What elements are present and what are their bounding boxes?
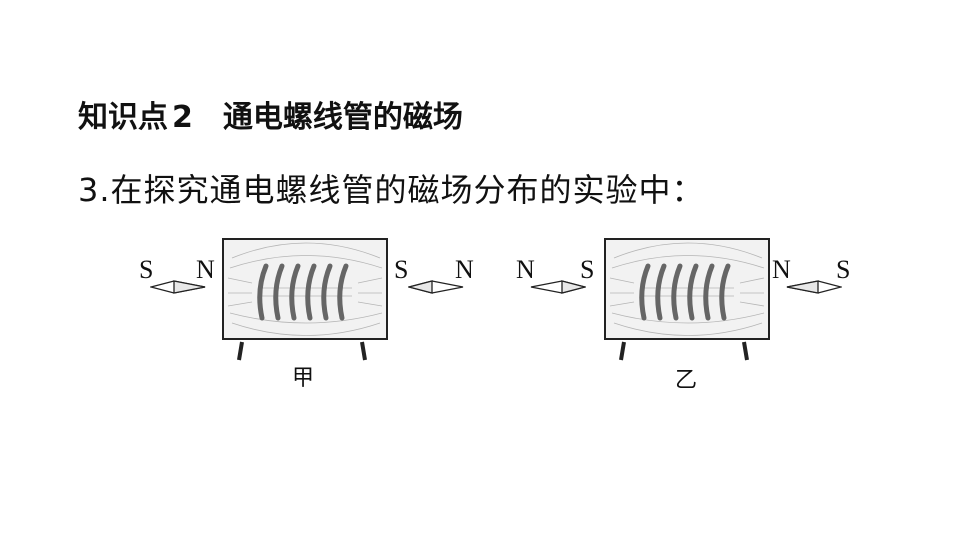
- fig2-caption: 乙: [675, 368, 698, 393]
- fig2-solenoid-board: [604, 238, 770, 361]
- fig1-left-compass-right-pole: N: [196, 255, 215, 284]
- question-number: 3.: [78, 171, 111, 209]
- fig2-left-compass-needle: [530, 280, 586, 294]
- fig1-caption: 甲: [292, 366, 315, 391]
- fig2-right-compass-left-pole: N: [772, 255, 791, 284]
- question-line: 3.在探究通电螺线管的磁场分布的实验中：: [78, 168, 705, 212]
- section-prefix: 知识点: [78, 100, 168, 135]
- section-title: 通电螺线管的磁场: [222, 100, 463, 135]
- experiment-figure: S N S N 甲 N S: [130, 236, 860, 396]
- fig1-left-compass-needle: [150, 280, 206, 294]
- question-text: 在探究通电螺线管的磁场分布的实验中：: [110, 171, 705, 209]
- fig1-right-compass-right-pole: N: [455, 255, 474, 284]
- fig1-left-compass-left-pole: S: [139, 255, 154, 284]
- fig2-right-compass-right-pole: S: [836, 255, 851, 284]
- section-number: 2: [172, 100, 193, 135]
- fig1-solenoid-board: [222, 238, 388, 361]
- fig2-left-compass-right-pole: S: [580, 255, 595, 284]
- fig1-right-compass-left-pole: S: [394, 255, 409, 284]
- fig2-left-compass-left-pole: N: [516, 255, 535, 284]
- fig1-right-compass-needle: [408, 280, 464, 294]
- fig2-right-compass-needle: [786, 280, 842, 294]
